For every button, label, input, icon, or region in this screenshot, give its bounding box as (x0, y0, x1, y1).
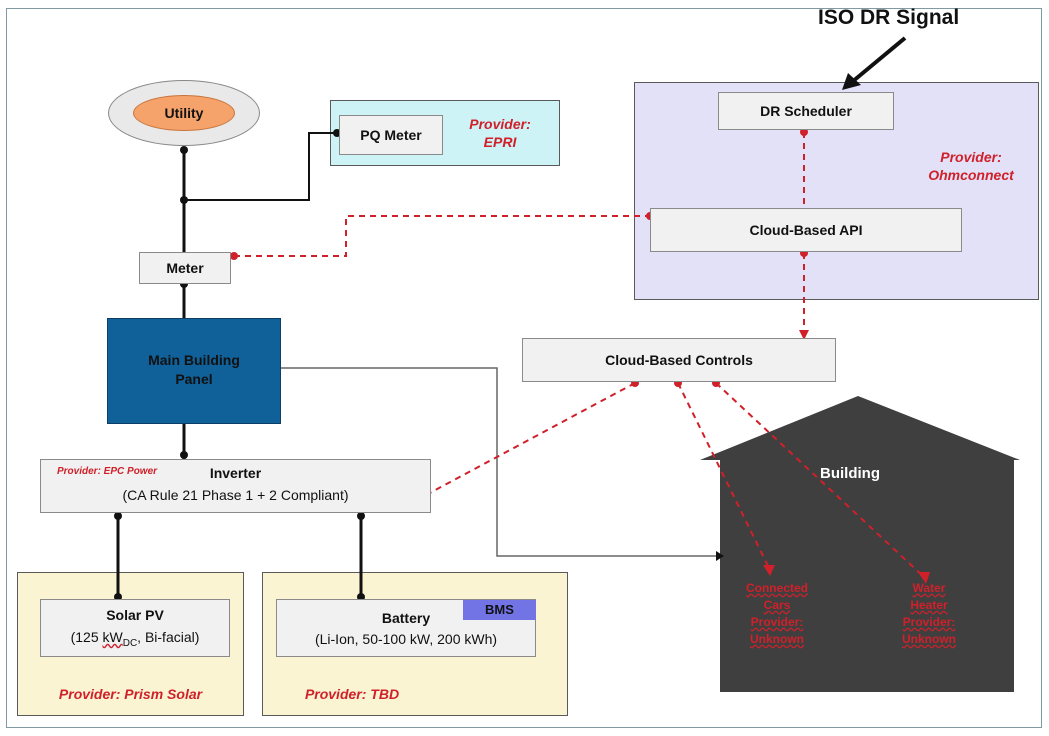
solar-sub-unit: kW (102, 629, 123, 645)
dr-scheduler-box: DR Scheduler (718, 92, 894, 130)
solar-pv-box: Solar PV (125 kWDC, Bi-facial) (40, 599, 230, 657)
inverter-provider-label: Provider: EPC Power (57, 466, 158, 477)
cloud-api-box: Cloud-Based API (650, 208, 962, 252)
inverter-title: Inverter (209, 465, 262, 481)
solar-sub-post: , Bi-facial) (137, 629, 200, 645)
main-building-panel: Main Building Panel (107, 318, 281, 424)
battery-title: Battery (381, 610, 431, 626)
utility-node: Utility (108, 80, 260, 146)
solar-title: Solar PV (106, 607, 164, 623)
pq-meter-box: PQ Meter (339, 115, 443, 155)
inverter-box: Provider: EPC Power Inverter (CA Rule 21… (40, 459, 431, 513)
battery-subtitle: (Li-Ion, 50-100 kW, 200 kWh) (314, 631, 498, 647)
diagram-frame (6, 8, 1042, 728)
solar-sub-dc: DC (122, 637, 138, 649)
cloud-controls-box: Cloud-Based Controls (522, 338, 836, 382)
battery-box: BMS Battery (Li-Ion, 50-100 kW, 200 kWh) (276, 599, 536, 657)
iso-dr-signal-label: ISO DR Signal (818, 6, 960, 29)
tbd-provider-label: Provider: TBD (304, 686, 400, 702)
inverter-subtitle: (CA Rule 21 Phase 1 + 2 Compliant) (122, 487, 349, 503)
meter-box: Meter (139, 252, 231, 284)
prism-solar-provider-label: Provider: Prism Solar (58, 686, 203, 702)
solar-subtitle: (125 kWDC, Bi-facial) (41, 629, 229, 649)
water-heater-label: Water Heater Provider: Unknown (902, 581, 956, 646)
utility-label: Utility (133, 95, 235, 131)
solar-sub-pre: (125 (70, 629, 103, 645)
building-label: Building (820, 465, 880, 482)
bms-badge: BMS (463, 600, 536, 620)
connected-cars-label: Connected Cars Provider: Unknown (745, 581, 808, 646)
epri-provider-label: Provider: EPRI (469, 116, 531, 150)
ohmconnect-provider-label: Provider: Ohmconnect (928, 149, 1014, 183)
